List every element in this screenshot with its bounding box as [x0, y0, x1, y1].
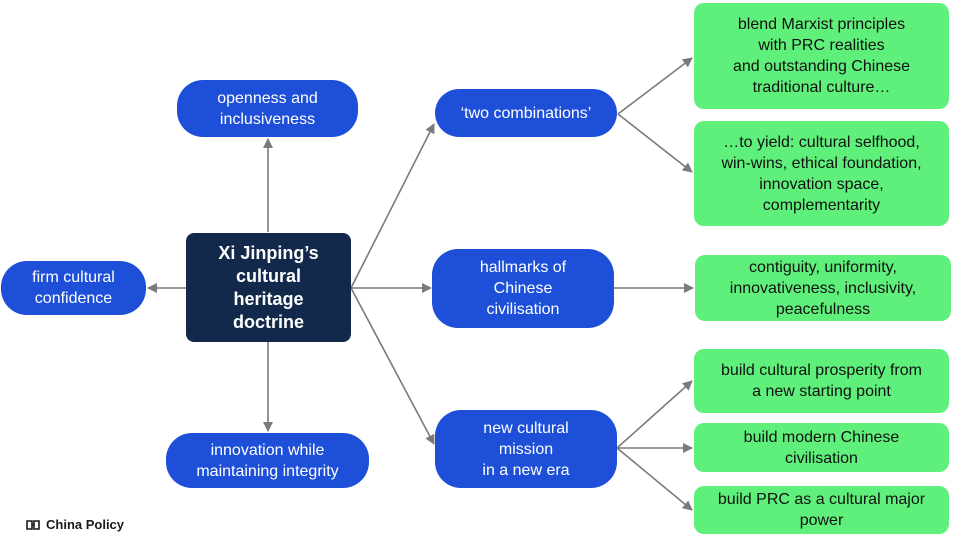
leaf-hallmarks-list: contiguity, uniformity, innovativeness, … [695, 255, 951, 321]
china-policy-logo: China Policy [26, 517, 124, 532]
leaf-modern-civilisation: build modern Chinese civilisation [694, 423, 949, 472]
leaf-blend-marxist: blend Marxist principles with PRC realit… [694, 3, 949, 109]
leaf-cultural-prosperity: build cultural prosperity from a new sta… [694, 349, 949, 413]
leaf-to-yield: …to yield: cultural selfhood, win-wins, … [694, 121, 949, 226]
edge-center-to-mission [350, 287, 435, 445]
node-two-combinations: ‘two combinations’ [435, 89, 617, 137]
edge-mission-to-item-3 [616, 447, 693, 511]
china-policy-logo-icon [26, 519, 40, 530]
leaf-cultural-major-power: build PRC as a cultural major power [694, 486, 949, 534]
node-new-cultural-mission: new cultural mission in a new era [435, 410, 617, 488]
edge-two-combinations-to-item-2 [617, 113, 693, 173]
edge-mission-to-item-1 [616, 380, 693, 449]
node-firm-cultural-confidence: firm cultural confidence [1, 261, 146, 315]
logo-text: China Policy [46, 517, 125, 532]
node-openness-inclusiveness: openness and inclusiveness [177, 80, 358, 137]
edge-two-combinations-to-item-1 [617, 57, 693, 115]
node-innovation-integrity: innovation while maintaining integrity [166, 433, 369, 488]
center-node: Xi Jinping’s cultural heritage doctrine [186, 233, 351, 342]
edge-center-to-two-combinations [350, 123, 435, 289]
node-hallmarks-civilisation: hallmarks of Chinese civilisation [432, 249, 614, 328]
